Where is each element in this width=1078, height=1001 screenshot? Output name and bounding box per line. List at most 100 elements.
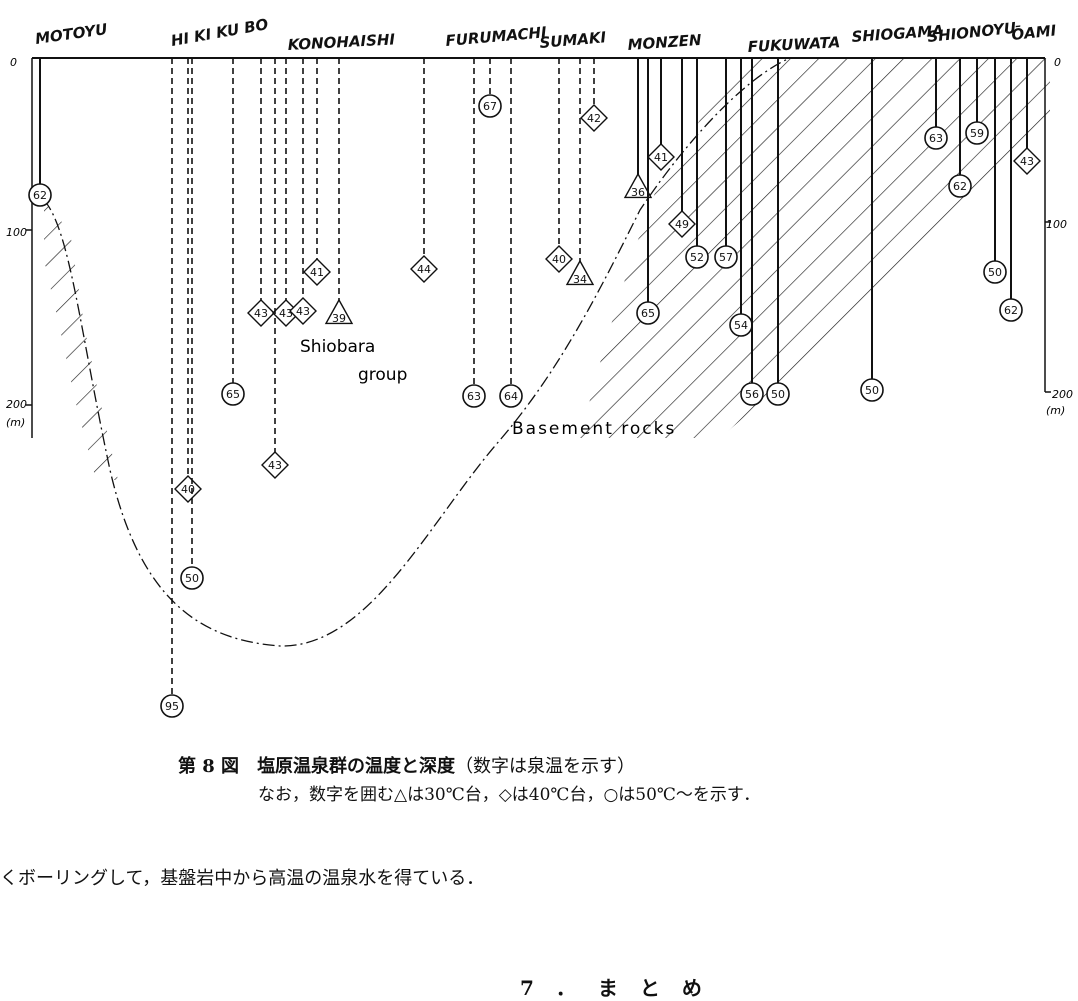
well-temperature-label: 43 — [268, 459, 282, 472]
well: 41 — [647, 58, 675, 171]
basement-rocks-label: Basement rocks — [512, 419, 676, 439]
diamond-marker — [647, 143, 675, 171]
well-temperature-label: 65 — [641, 307, 655, 320]
well-temperature-label: 40 — [181, 483, 195, 496]
well-temperature-label: 43 — [1020, 155, 1034, 168]
motoyu-hatch-band — [44, 200, 118, 480]
well-temperature-label: 95 — [165, 700, 179, 713]
well: 36 — [623, 58, 653, 199]
left-axis-tick-100: 100 — [6, 226, 27, 239]
circle-marker — [221, 382, 245, 406]
well-temperature-label: 50 — [865, 384, 879, 397]
diamond-marker — [668, 210, 696, 238]
well-temperature-label: 62 — [33, 189, 47, 202]
well: 43 — [272, 58, 300, 327]
body-paragraph: くボーリングして，基盤岩中から高温の温泉水を得ている． — [0, 868, 485, 889]
diamond-marker — [289, 297, 317, 325]
circle-marker — [766, 382, 790, 406]
well: 62 — [28, 58, 52, 207]
well: 95 — [160, 58, 184, 718]
well-temperature-label: 57 — [719, 251, 733, 264]
figure-title-note: （数字は泉温を示す） — [455, 756, 636, 777]
well-temperature-label: 63 — [929, 132, 943, 145]
well: 49 — [668, 58, 696, 238]
well: 34 — [565, 58, 595, 286]
well-temperature-label: 63 — [467, 390, 481, 403]
well: 40 — [174, 58, 202, 503]
diamond-marker — [545, 245, 573, 273]
basement-boundary-curve — [43, 57, 791, 647]
right-axis-unit: (m) — [1046, 404, 1065, 417]
well-temperature-label: 62 — [1004, 304, 1018, 317]
well-temperature-label: 62 — [953, 180, 967, 193]
circle-marker — [180, 566, 204, 590]
figure-number: 第 8 図 — [178, 756, 240, 777]
well-temperature-label: 49 — [675, 218, 689, 231]
diamond-marker — [410, 255, 438, 283]
left-axis-tick-200: 200 — [6, 398, 27, 411]
well-temperature-label: 42 — [587, 112, 601, 125]
well: 65 — [221, 58, 245, 406]
circle-marker — [28, 183, 52, 207]
figure-legend-note: なお，数字を囲む△は30℃台，◇は40℃台，○は50℃～を示す． — [258, 785, 761, 805]
well-temperature-label: 64 — [504, 390, 518, 403]
well: 43 — [261, 58, 289, 479]
circle-marker — [965, 121, 989, 145]
circle-marker — [685, 245, 709, 269]
well: 40 — [545, 58, 573, 273]
well: 50 — [983, 58, 1007, 284]
well: 59 — [965, 58, 989, 145]
well: 50 — [180, 58, 204, 590]
well-temperature-label: 43 — [254, 307, 268, 320]
circle-marker — [924, 126, 948, 150]
diamond-marker — [261, 451, 289, 479]
well-temperature-label: 65 — [226, 388, 240, 401]
circle-marker — [983, 260, 1007, 284]
left-axis-tick-0: 0 — [10, 56, 17, 69]
circle-marker — [740, 382, 764, 406]
well-temperature-label: 44 — [417, 263, 431, 276]
left-axis-unit: (m) — [6, 416, 25, 429]
well: 43 — [289, 58, 317, 325]
diamond-marker — [247, 299, 275, 327]
triangle-marker — [623, 172, 653, 199]
well: 65 — [636, 58, 660, 325]
triangle-marker — [565, 259, 595, 286]
well-temperature-label: 40 — [552, 253, 566, 266]
diamond-marker — [174, 475, 202, 503]
well: 56 — [740, 58, 764, 406]
figure-caption: 第 8 図塩原温泉群の温度と深度（数字は泉温を示す） — [178, 752, 635, 778]
station-label-monzen: MONZEN — [627, 31, 702, 54]
well-temperature-label: 56 — [745, 388, 759, 401]
well: 42 — [580, 58, 608, 132]
right-axis-tick-100: 100 — [1046, 218, 1067, 231]
circle-marker — [948, 174, 972, 198]
well-temperature-label: 50 — [988, 266, 1002, 279]
circle-marker — [999, 298, 1023, 322]
well: 62 — [948, 58, 972, 198]
right-axis-tick-200: 200 — [1052, 388, 1073, 401]
circle-marker — [478, 94, 502, 118]
well-temperature-label: 50 — [771, 388, 785, 401]
well: 43 — [1013, 58, 1041, 175]
well-temperature-label: 41 — [310, 266, 324, 279]
well: 57 — [714, 58, 738, 269]
well-temperature-label: 52 — [690, 251, 704, 264]
station-label-hikikubo: HI KI KU BO — [170, 15, 270, 50]
well: 63 — [924, 58, 948, 150]
well: 52 — [685, 58, 709, 269]
well-temperature-label: 34 — [573, 273, 587, 286]
station-label-furumachi: FURUMACHI — [445, 23, 548, 50]
well-temperature-label: 41 — [654, 151, 668, 164]
well: 67 — [478, 58, 502, 118]
diamond-marker — [580, 104, 608, 132]
triangle-marker — [324, 298, 354, 325]
basement-hatch-region — [580, 58, 1050, 438]
well: 43 — [247, 58, 275, 327]
well-temperature-label: 50 — [185, 572, 199, 585]
well: 63 — [462, 58, 486, 408]
well-temperature-label: 67 — [483, 100, 497, 113]
well-temperature-label: 36 — [631, 186, 645, 199]
